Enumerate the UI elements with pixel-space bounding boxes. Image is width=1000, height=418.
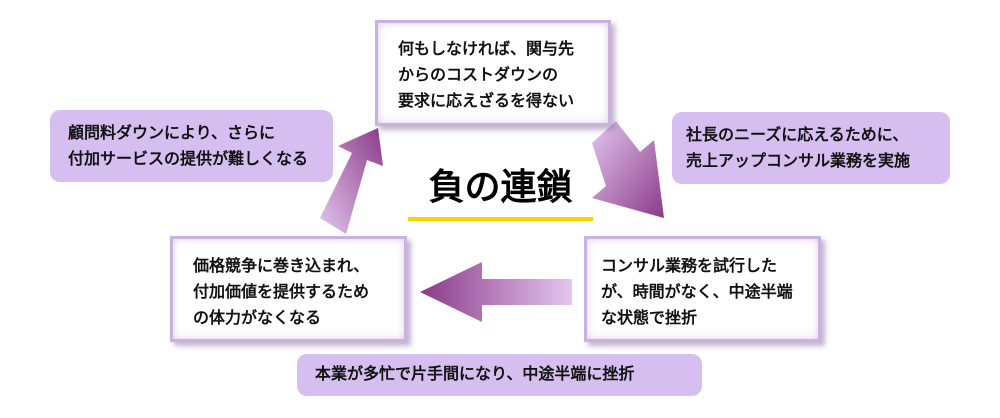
box-right-line: コンサル業務を試行した [601, 256, 778, 275]
box-left-line: の体力がなくなる [193, 308, 322, 327]
note-top-left: 顧問料ダウンにより、さらに 付加サービスの提供が難しくなる [50, 110, 333, 182]
note-top-right: 社長のニーズに応えるために、 売上アップコンサル業務を実施 [672, 112, 950, 184]
box-right-line: が、時間がなく、中途半端 [601, 282, 793, 301]
box-left-line: 価格競争に巻き込まれ、 [193, 256, 370, 275]
box-top-line: 要求に応えざるを得ない [398, 91, 575, 110]
box-right-line: な状態で挫折 [601, 308, 698, 327]
note-bottom-line: 本業が多忙で片手間になり、中途半端に挫折 [315, 364, 635, 383]
box-left: 価格競争に巻き込まれ、 付加価値を提供するため の体力がなくなる [170, 236, 407, 342]
note-top-right-line: 社長のニーズに応えるために、 [686, 125, 909, 144]
arrow-right-to-left [420, 262, 572, 322]
note-top-right-line: 売上アップコンサル業務を実施 [686, 151, 911, 170]
note-top-left-line: 付加サービスの提供が難しくなる [68, 149, 309, 168]
cycle-title: 負の連鎖 [428, 167, 573, 208]
title-underline [408, 217, 593, 221]
note-top-left-line: 顧問料ダウンにより、さらに [68, 123, 276, 142]
arrow-left-to-top [320, 128, 383, 234]
box-top: 何もしなければ、関与先 からのコストダウンの 要求に応えざるを得ない [375, 20, 611, 126]
box-right: コンサル業務を試行した が、時間がなく、中途半端 な状態で挫折 [584, 236, 821, 342]
arrow-top-to-right [592, 121, 664, 218]
box-top-line: 何もしなければ、関与先 [398, 39, 575, 58]
note-bottom: 本業が多忙で片手間になり、中途半端に挫折 [297, 354, 702, 396]
box-top-line: からのコストダウンの [398, 65, 559, 84]
box-left-line: 付加価値を提供するため [193, 282, 370, 301]
